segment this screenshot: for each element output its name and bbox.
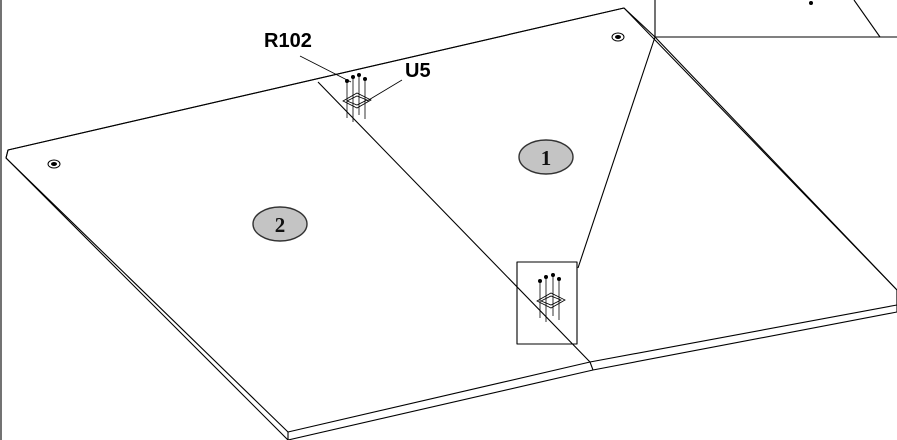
screw-icon xyxy=(345,73,367,122)
callout-label-r102: R102 xyxy=(264,30,312,52)
corner-panel-lines xyxy=(577,36,897,291)
part-number-1: 1 xyxy=(541,146,552,170)
screw-icon xyxy=(538,273,561,322)
callout-label-u5: U5 xyxy=(405,60,431,82)
pre-drilled-hole-icon xyxy=(611,32,625,42)
part-badge-1: 1 xyxy=(518,139,574,175)
connector-bracket-icon xyxy=(536,292,566,309)
leader-line-r102 xyxy=(299,55,352,83)
table-top-board xyxy=(5,7,897,440)
inset-box xyxy=(654,0,897,38)
part-badge-2: 2 xyxy=(252,206,308,242)
panel-seam-line xyxy=(317,81,591,363)
pre-drilled-hole-icon xyxy=(47,159,61,169)
detail-highlight-box xyxy=(516,261,578,345)
connector-bracket-icon xyxy=(342,92,372,109)
leader-line-u5 xyxy=(366,79,403,102)
part-number-2: 2 xyxy=(275,213,286,237)
